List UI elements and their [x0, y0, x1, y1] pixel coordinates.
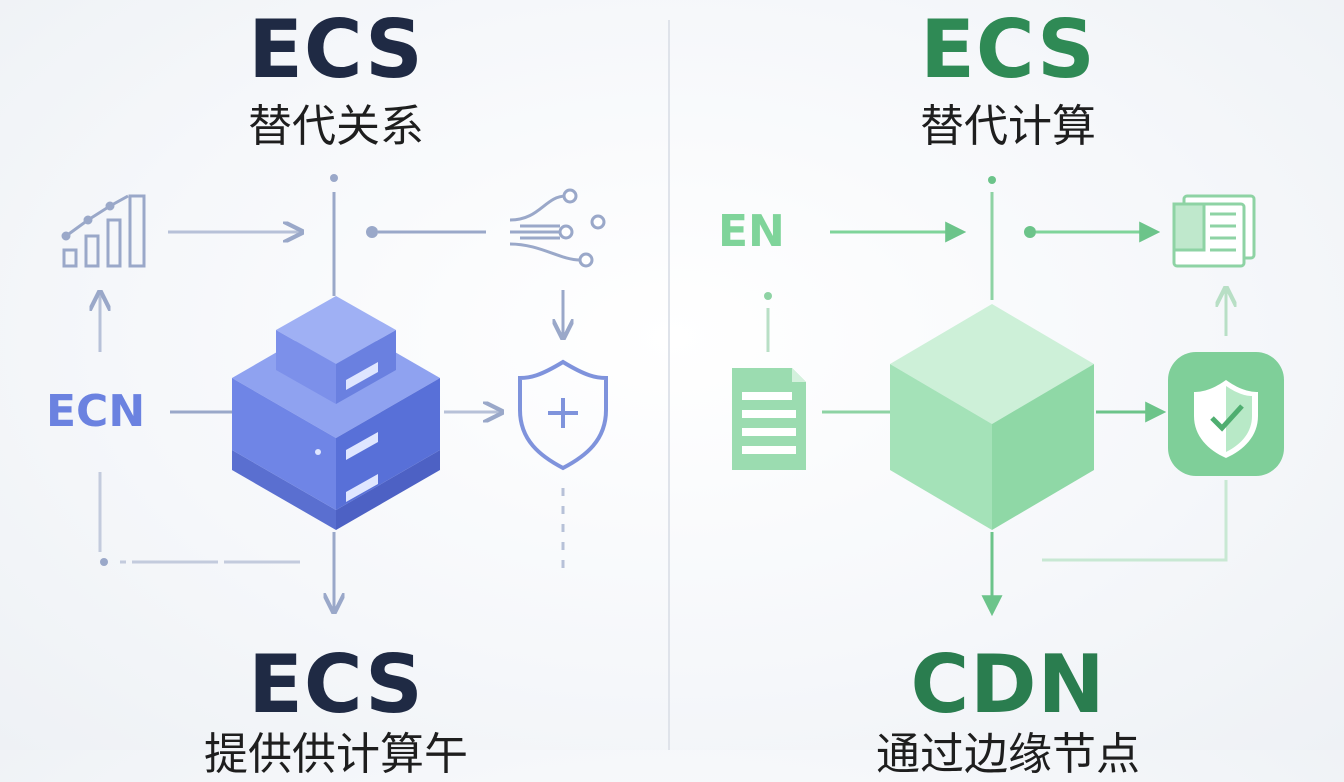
left-diagram — [61, 174, 608, 750]
left-subtitle: 替代关系 — [248, 101, 424, 152]
shield-return-line — [1042, 480, 1228, 562]
right-connector-dot — [1024, 226, 1036, 238]
left-panel: ECS 替代关系 — [0, 0, 672, 780]
right-bottom-subtitle: 通过边缘节点 — [876, 729, 1140, 780]
right-bottom-title: CDN — [910, 638, 1106, 731]
doc-top-dot — [764, 292, 772, 300]
top-node-dot — [330, 174, 338, 182]
cube-icon — [890, 304, 1094, 530]
bar-chart-icon — [61, 194, 146, 268]
shield-check-icon — [1168, 352, 1284, 476]
left-bottom-subtitle: 提供供计算午 — [204, 729, 468, 780]
server-stack-icon — [232, 296, 440, 530]
left-side-label: ECN — [46, 386, 146, 437]
right-diagram — [732, 176, 1284, 617]
right-side-label: EN — [718, 206, 785, 257]
left-bottom-title: ECS — [248, 638, 424, 731]
right-title: ECS — [920, 3, 1096, 96]
connector-dot — [366, 226, 378, 238]
copy-icon — [1172, 194, 1256, 268]
shield-plus-icon — [518, 359, 608, 471]
right-subtitle: 替代计算 — [920, 101, 1096, 152]
right-top-dot — [988, 176, 996, 184]
document-icon — [732, 368, 806, 470]
network-icon — [509, 188, 606, 268]
left-bottom-dot — [100, 558, 108, 566]
center-divider — [668, 20, 670, 750]
left-title: ECS — [248, 3, 424, 96]
right-panel: ECS 替代计算 — [672, 0, 1344, 780]
